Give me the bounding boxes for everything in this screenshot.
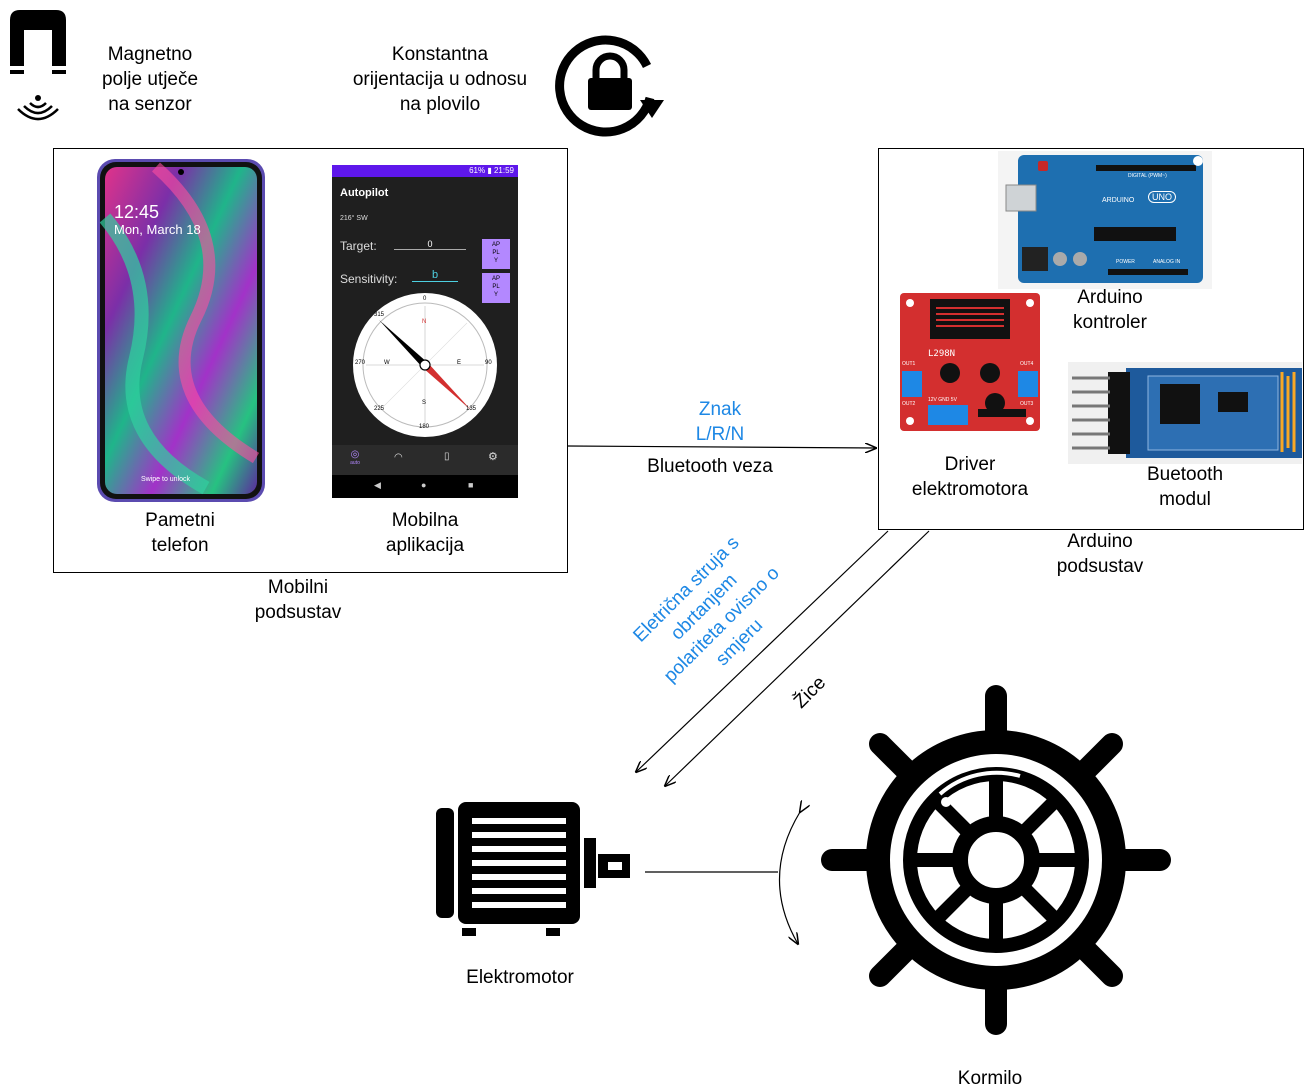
- sensitivity-input[interactable]: b: [412, 269, 458, 282]
- app-title: Autopilot: [340, 187, 389, 199]
- app-screenshot: 61% ▮ 21:59 Autopilot 216° SW Target: 0 …: [332, 165, 518, 498]
- target-label: Target:: [340, 239, 377, 253]
- compass-deg-270: 270: [355, 360, 366, 366]
- app-label: Mobilna aplikacija: [385, 510, 465, 556]
- phone-unlock-hint: Swipe to unlock: [141, 476, 191, 483]
- rudder-label: Kormilo: [957, 1068, 1023, 1089]
- board-model: UNO: [1148, 191, 1176, 203]
- target-icon: ◎: [350, 449, 360, 460]
- board-brand: ARDUINO: [1102, 197, 1135, 204]
- phone-label: Pametni telefon: [145, 510, 215, 556]
- signal-label: Znak L/R/N: [695, 399, 745, 445]
- compass: N E S W 0 90 180 270 315 135 225: [352, 292, 498, 438]
- compass-deg-315: 315: [374, 312, 385, 318]
- app-status-bar: 61% ▮ 21:59: [332, 165, 518, 177]
- board-power: POWER: [1116, 259, 1135, 265]
- bluetooth-module: [1068, 362, 1302, 464]
- android-nav-bar: ◀ ● ■: [332, 475, 518, 498]
- compass-deg-90: 90: [485, 360, 492, 366]
- magnet-description: Magnetno polje utječe na senzor: [101, 44, 199, 115]
- gear-icon[interactable]: ⚙: [488, 451, 498, 463]
- magnet-icon: [8, 8, 68, 123]
- driver-label: Driver elektromotora: [911, 454, 1029, 500]
- motor-driver-board: L298N OUT1 OUT2 OUT3 OUT4 12V GND 5V: [900, 293, 1040, 431]
- phone-time: 12:45: [114, 202, 160, 222]
- back-icon[interactable]: ◀: [374, 480, 381, 490]
- rotation-lock-icon: [552, 26, 668, 138]
- recents-icon[interactable]: ■: [468, 480, 474, 490]
- compass-e: E: [457, 360, 462, 366]
- nav-auto-tab[interactable]: ◎ auto: [346, 449, 364, 466]
- arduino-uno-board: ARDUINO UNO DIGITAL (PWM~) POWER ANALOG …: [998, 151, 1212, 289]
- board-digital: DIGITAL (PWM~): [1128, 173, 1167, 179]
- rotation-arrow: [778, 812, 800, 944]
- remote-icon[interactable]: ▯: [444, 451, 450, 462]
- compass-deg-225: 225: [374, 406, 385, 412]
- driver-chip-label: L298N: [928, 349, 956, 359]
- compass-deg-180: 180: [419, 424, 430, 430]
- wifi-icon[interactable]: ◠: [394, 452, 403, 463]
- phone-date: Mon, March 18: [114, 222, 201, 237]
- driver-power-pins: 12V GND 5V: [928, 397, 957, 403]
- compass-n: N: [422, 319, 427, 325]
- motor-label: Elektromotor: [466, 967, 574, 988]
- target-input[interactable]: 0: [394, 239, 466, 250]
- arduino-controller-label: Arduino kontroler: [1073, 287, 1147, 333]
- bluetooth-module-label: Buetooth modul: [1146, 464, 1224, 510]
- driver-out4: OUT4: [1020, 361, 1034, 367]
- driver-out1: OUT1: [902, 361, 916, 367]
- driver-out2: OUT2: [902, 401, 916, 407]
- orientation-description: Konstantna orijentacija u odnosu na plov…: [352, 44, 528, 115]
- compass-w: W: [384, 360, 390, 366]
- compass-s: S: [422, 400, 427, 406]
- driver-out3: OUT3: [1020, 401, 1034, 407]
- app-heading: 216° SW: [340, 215, 368, 222]
- electric-motor-icon: [432, 800, 632, 940]
- compass-deg-0: 0: [423, 296, 427, 302]
- board-analog: ANALOG IN: [1153, 259, 1181, 265]
- bluetooth-link-label: Bluetooth veza: [647, 456, 773, 477]
- smartphone: 12:45 Mon, March 18 Swipe to unlock: [96, 158, 266, 503]
- sensitivity-label: Sensitivity:: [340, 272, 398, 286]
- app-bottom-nav: ◎ auto ◠ ▯ ⚙: [332, 445, 518, 475]
- mobile-subsystem-label: Mobilni podsustav: [254, 577, 342, 623]
- ship-wheel-icon: [820, 684, 1172, 1036]
- arduino-subsystem-label: Arduino podsustav: [1056, 531, 1144, 577]
- compass-deg-135: 135: [466, 406, 477, 412]
- home-icon[interactable]: ●: [421, 480, 427, 490]
